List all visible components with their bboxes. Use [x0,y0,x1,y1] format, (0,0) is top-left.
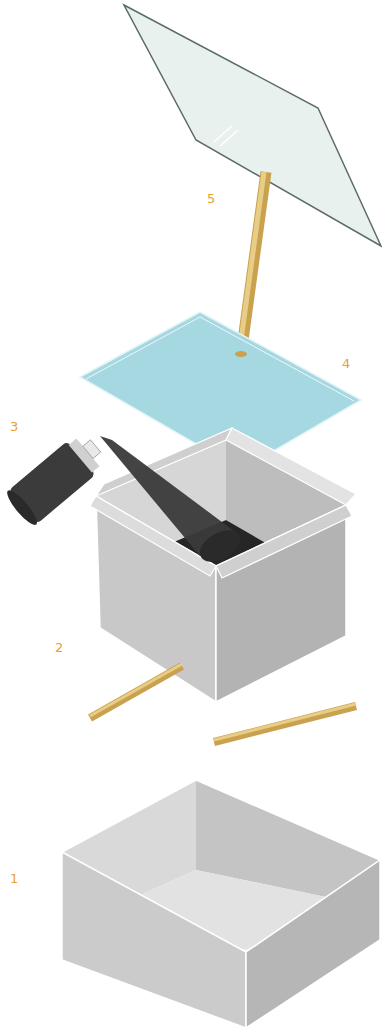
callout-number: 2 [55,641,63,654]
stick-highlight [239,172,264,355]
spray-paint-can [3,429,245,568]
glare-mark [220,130,238,146]
outer-box [62,780,380,1028]
callout-number: 5 [207,192,215,205]
box-rim [62,780,380,860]
nozzle [83,440,101,459]
callout-number: 4 [342,357,350,370]
box-side [246,860,380,1028]
glass-sheet [124,5,381,246]
callout-number: 1 [10,872,18,885]
stick-end [235,351,247,357]
can-bottom [3,487,40,528]
inner-box [90,428,356,702]
sheet-edge [86,317,354,401]
stick [90,666,182,718]
stick-highlight [90,664,182,716]
glare-mark [214,126,232,142]
stick [214,706,356,742]
glass-pane [124,5,381,246]
box-side [62,852,246,1028]
wood-sticks [90,664,356,742]
spray-spot [194,524,245,569]
stick-highlight [214,704,356,740]
prop-stick [239,172,266,355]
flap [226,428,356,505]
callout-number: 3 [10,420,18,433]
